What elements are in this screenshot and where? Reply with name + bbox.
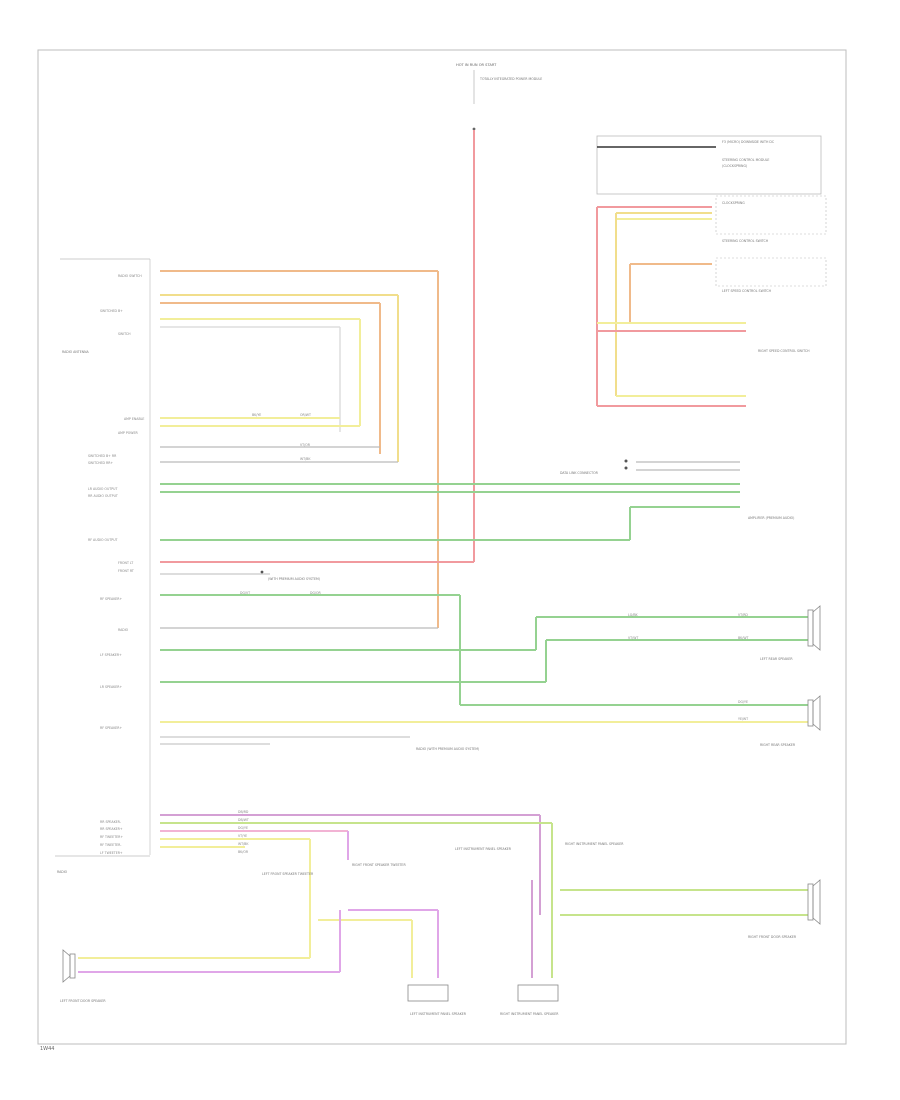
right-speed-control-switch: RIGHT SPEED CONTROL SWITCH xyxy=(597,322,810,407)
dc-title: F3 (MICRO) DOWNSIDE WITH DC xyxy=(722,140,775,144)
pin-label-17: RF SPEAKER+ xyxy=(100,726,123,730)
clock-subtitle: STEERING CONTROL SWITCH xyxy=(722,239,769,243)
radio-block: RADIO ANTENNA RADIO xyxy=(55,258,151,874)
wire-label-mid-0: DG/VT xyxy=(240,591,250,595)
radio-note: RADIO (WITH PREMIUM AUDIO SYSTEM) xyxy=(416,747,479,751)
lower-speaker-wires: DB/RD DB/WT DG/YE VT/YE WT/BK BK/OR xyxy=(160,810,553,920)
wire-label-bot-1: DB/WT xyxy=(238,818,249,822)
pin-label-22: LF TWEETER+ xyxy=(100,851,123,855)
wire-label-bot-0: DB/RD xyxy=(238,810,249,814)
clockspring-switch: CLOCKSPRING STEERING CONTROL SWITCH xyxy=(596,195,827,406)
tweeter-connectors: LEFT FRONT SPEAKER TWEETER RIGHT FRONT S… xyxy=(262,842,624,978)
radio-pin-labels: RADIO SWITCH SWITCHED B+ SWITCH AMP ENAB… xyxy=(88,274,144,855)
wire-label-mid-5: BK/WT xyxy=(738,636,749,640)
pin-label-5: AMP POWER xyxy=(118,431,138,435)
instrument-panel-speakers: LEFT INSTRUMENT PANEL SPEAKER RIGHT INST… xyxy=(407,984,559,1016)
amp-label: AMPLIFIER (PREMIUM AUDIO) xyxy=(748,516,794,520)
fuse-top-label: HOT IN RUN OR START xyxy=(456,63,497,67)
pin-label-4: AMP ENABLE xyxy=(124,417,144,421)
sec-title: STEERING CONTROL MODULE xyxy=(722,158,769,162)
pin-label-19: RR SPEAKER+ xyxy=(100,827,123,831)
pin-label-12: FRONT RT xyxy=(118,569,134,573)
pin-label-15: LF SPEAKER+ xyxy=(100,653,122,657)
pin-label-21: RF TWEETER- xyxy=(100,843,121,847)
wire-label-mid-2: LG/BK xyxy=(628,613,639,617)
left-front-door-speaker: LEFT FRONT DOOR SPEAKER xyxy=(60,910,341,1003)
pin-label-18: RR SPEAKER- xyxy=(100,820,121,824)
wire-label-mid-7: YE/WT xyxy=(738,717,748,721)
pin-label-16: LR SPEAKER+ xyxy=(100,685,122,689)
pin-label-9: RR AUDIO OUTPUT xyxy=(88,494,118,498)
steering-control-module: F3 (MICRO) DOWNSIDE WITH DC STEERING CON… xyxy=(596,135,822,195)
rear-speaker-wires: DG/VT DG/OR LG/BK VT/RD VT/WT BK/WT DG/Y… xyxy=(160,591,808,721)
pin-label-6: SWITCHED B+ RR xyxy=(88,454,117,458)
data-bus-label: DATA LINK CONNECTOR xyxy=(560,471,599,475)
footer-code: 1W44 xyxy=(40,1046,55,1052)
left-ip-spk-tweeter-label: LEFT INSTRUMENT PANEL SPEAKER xyxy=(455,847,512,851)
fused-feed-wire: (WITH PREMIUM AUDIO SYSTEM) xyxy=(160,561,474,581)
right-rear-spk-label: RIGHT REAR SPEAKER xyxy=(760,743,796,747)
right-rear-speaker: RIGHT REAR SPEAKER RADIO (WITH PREMIUM A… xyxy=(160,695,821,751)
fuse-feed: HOT IN RUN OR START TOTALLY INTEGRATED P… xyxy=(456,63,542,562)
radio-upper-wires xyxy=(160,270,439,628)
left-speed-label: LEFT SPEED CONTROL SWITCH xyxy=(722,289,772,293)
left-rear-spk-label: LEFT REAR SPEAKER xyxy=(760,657,793,661)
pin-label-8: LR AUDIO OUTPUT xyxy=(88,487,117,491)
fuse-note: TOTALLY INTEGRATED POWER MODULE xyxy=(479,77,542,81)
wire-label-bot-4: WT/BK xyxy=(238,842,249,846)
pin-label-3: SWITCH xyxy=(118,332,131,336)
right-speed-label: RIGHT SPEED CONTROL SWITCH xyxy=(758,349,810,353)
radio-head-label: RADIO ANTENNA xyxy=(62,350,89,354)
ground-ref-note: (WITH PREMIUM AUDIO SYSTEM) xyxy=(268,577,320,581)
wire-label-top-1: OR/WT xyxy=(300,413,311,417)
wire-label-bot-2: DG/YE xyxy=(238,826,248,830)
clock-title: CLOCKSPRING xyxy=(722,201,745,205)
right-front-spk-label: RIGHT FRONT DOOR SPEAKER xyxy=(748,935,797,939)
right-ip-spk-tweeter-label: RIGHT INSTRUMENT PANEL SPEAKER xyxy=(565,842,624,846)
left-tweeter-label: LEFT FRONT SPEAKER TWEETER xyxy=(262,872,314,876)
diagram-border xyxy=(37,49,847,1045)
pin-label-2: SWITCHED B+ xyxy=(100,309,123,313)
pin-label-11: FRONT LT xyxy=(118,561,133,565)
sec-subtitle: (CLOCKSPRING) xyxy=(722,164,747,168)
wire-label-mid-1: DG/OR xyxy=(310,591,322,595)
wire-label-top-0: BK/YE xyxy=(252,413,261,417)
wire-label-mid-3: VT/RD xyxy=(738,613,748,617)
left-front-spk-label: LEFT FRONT DOOR SPEAKER xyxy=(60,999,106,1003)
pin-label-10: RF AUDIO OUTPUT xyxy=(88,538,118,542)
wire-label-mid-6: DG/YE xyxy=(738,700,748,704)
pin-label-7: SWITCHED RR+ xyxy=(88,461,113,465)
audio-output-wires: DATA LINK CONNECTOR AMPLIFIER (PREMIUM A… xyxy=(160,459,794,541)
wire-label-bot-3: VT/YE xyxy=(238,834,247,838)
wire-label-top-2: VT/OR xyxy=(300,443,311,447)
pin-label-1: RADIO SWITCH xyxy=(118,274,142,278)
wire-label-mid-4: VT/WT xyxy=(628,636,638,640)
left-speed-control-switch: LEFT SPEED CONTROL SWITCH xyxy=(629,257,827,323)
left-rear-speaker: LEFT REAR SPEAKER xyxy=(760,605,821,661)
amp-power-wires: BK/YE OR/WT VT/OR WT/BK xyxy=(160,413,398,463)
pin-label-13: RF SPEAKER+ xyxy=(100,597,123,601)
right-tweeter-label: RIGHT FRONT SPEAKER TWEETER xyxy=(352,863,406,867)
right-front-door-speaker: RIGHT FRONT DOOR SPEAKER xyxy=(560,879,821,939)
pin-label-20: RF TWEETER+ xyxy=(100,835,123,839)
left-ip-speaker-label: LEFT INSTRUMENT PANEL SPEAKER xyxy=(410,1012,467,1016)
radio-bottom-label: RADIO xyxy=(57,870,68,874)
wire-label-bot-5: BK/OR xyxy=(238,850,249,854)
pin-label-14: RADIO xyxy=(118,628,129,632)
wire-label-top-3: WT/BK xyxy=(300,457,311,461)
right-ip-speaker-label: RIGHT INSTRUMENT PANEL SPEAKER xyxy=(500,1012,559,1016)
